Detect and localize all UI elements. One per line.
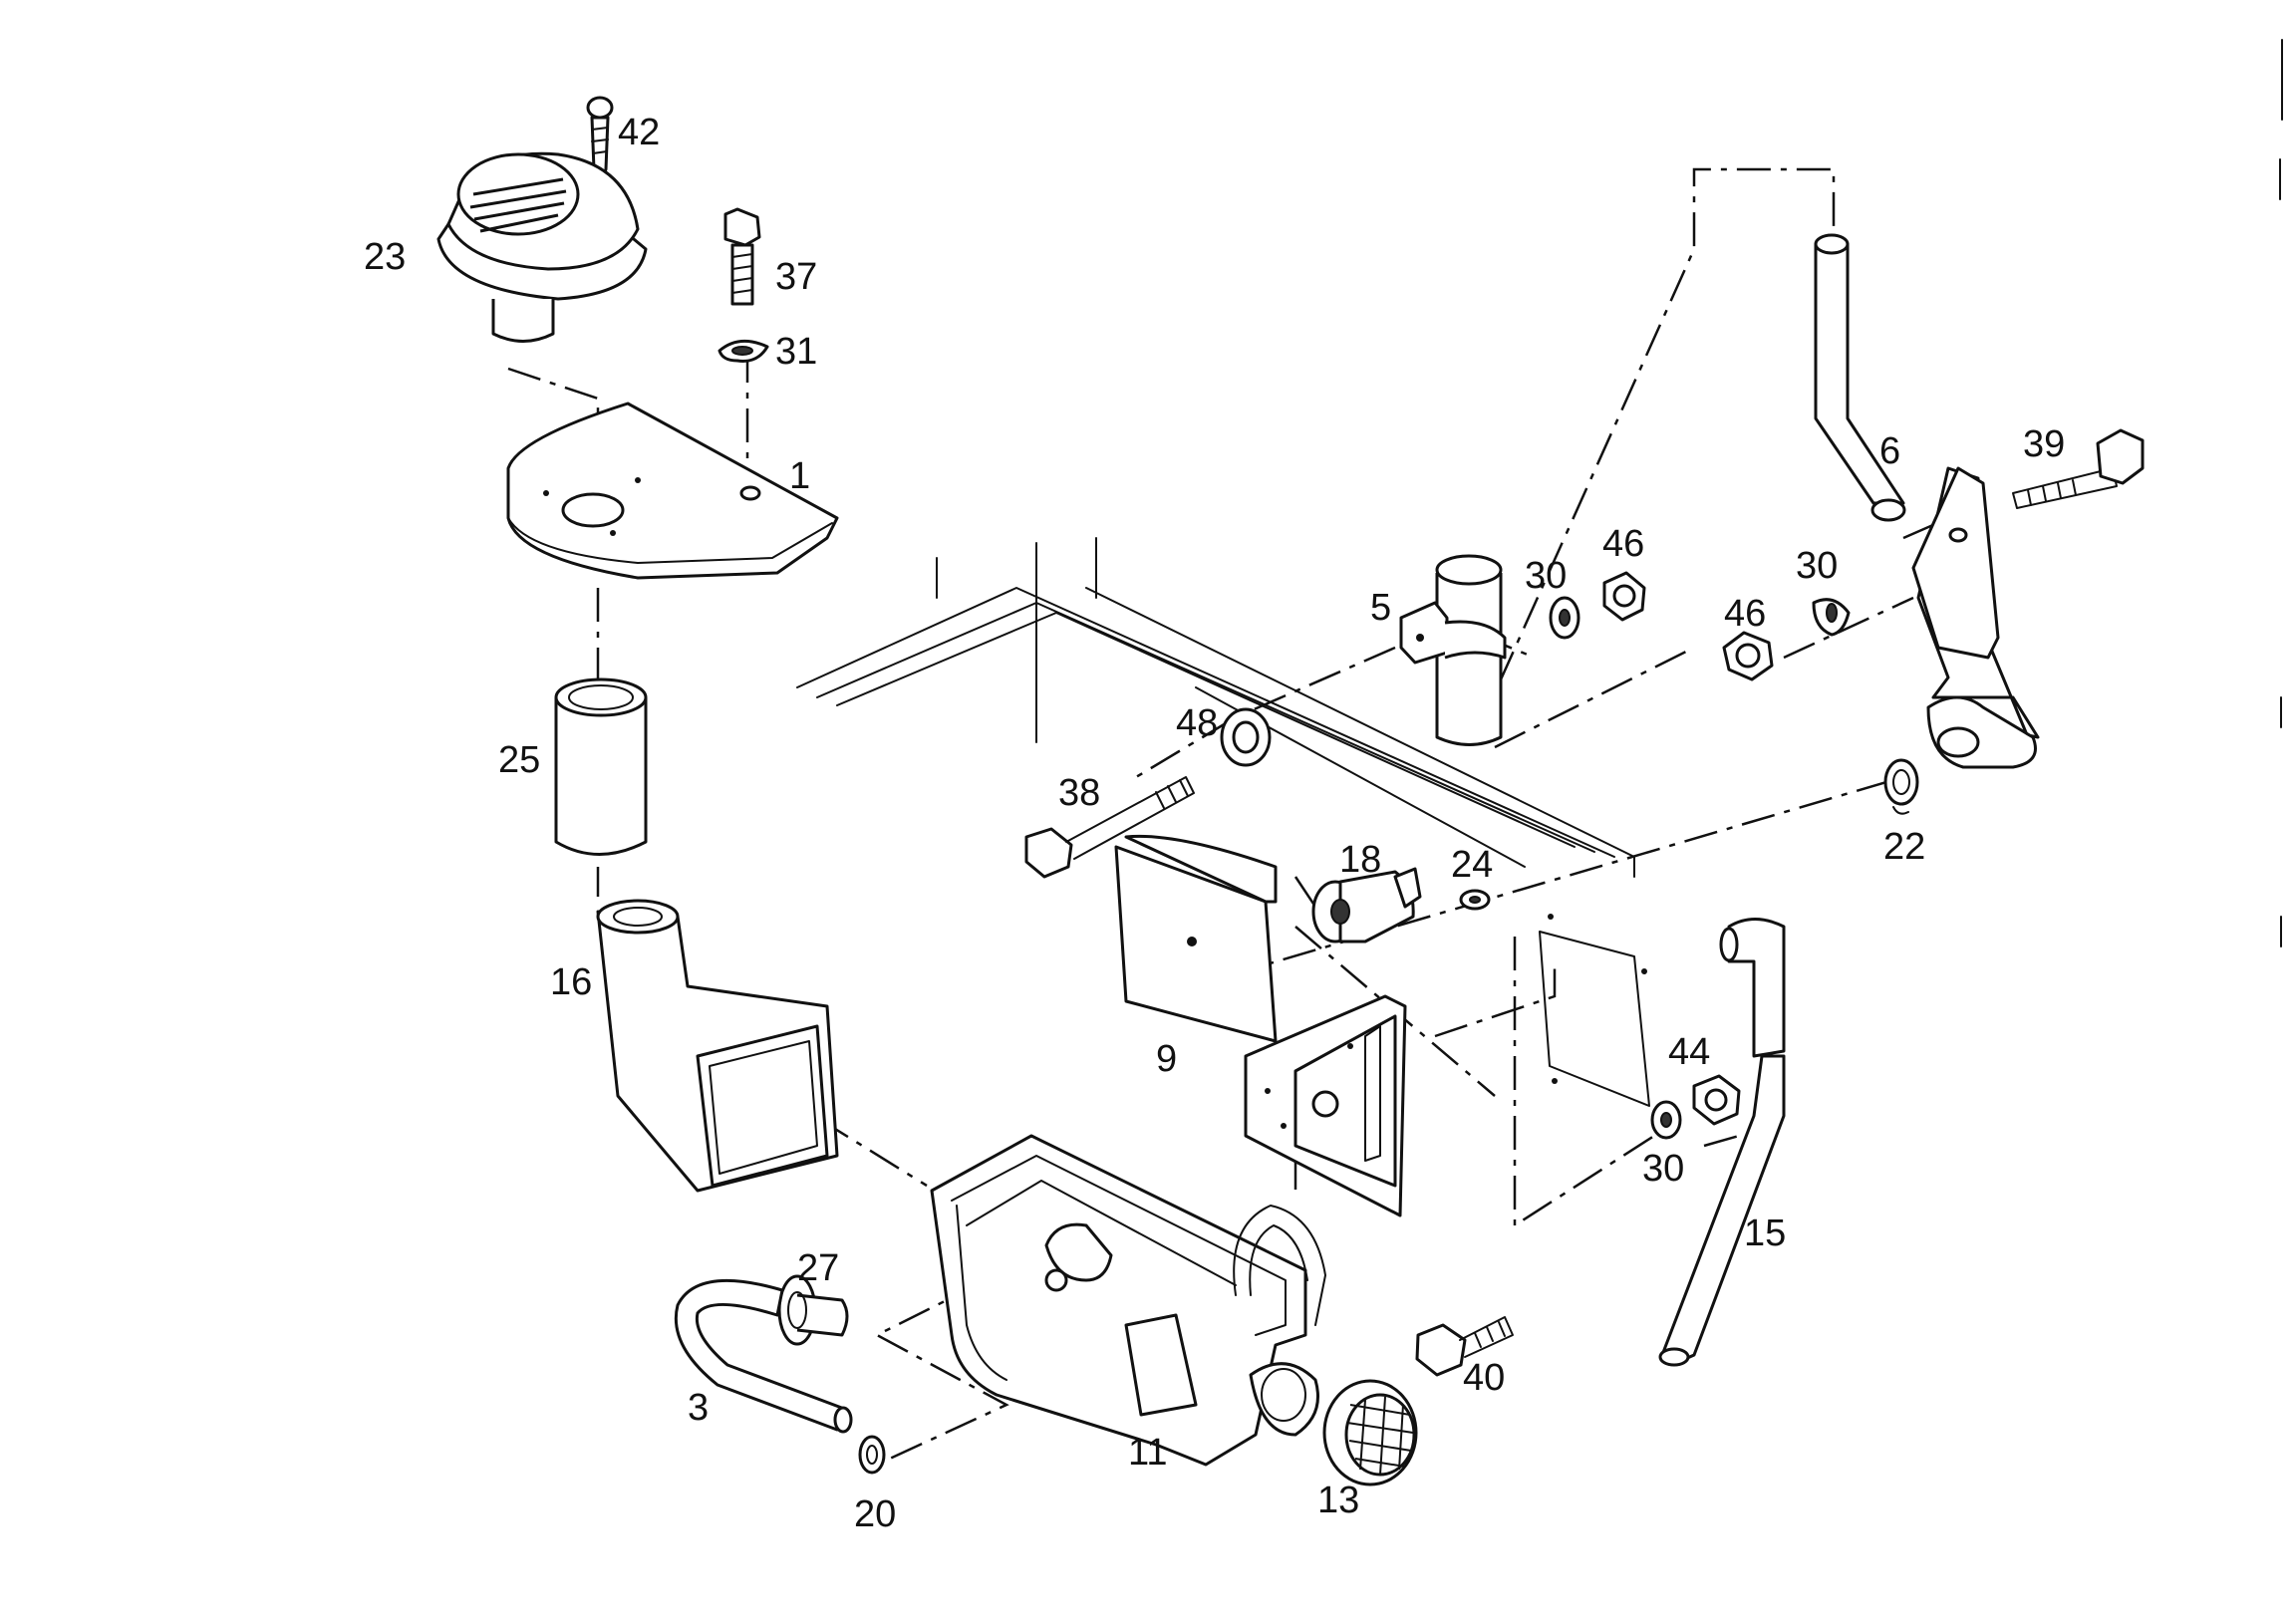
callout-1: 1	[789, 455, 810, 497]
callout-31: 31	[775, 331, 817, 373]
callout-37: 37	[775, 256, 817, 298]
callout-40: 40	[1463, 1357, 1505, 1399]
switch-housing-part-9	[1114, 834, 1407, 1217]
hose-part-15	[1658, 918, 1786, 1367]
rotary-switch-part-18	[1311, 867, 1422, 944]
elbow-duct-part-16	[596, 899, 839, 1193]
callout-23: 23	[364, 236, 406, 278]
callout-39: 39	[2023, 423, 2065, 465]
clamp-part-5	[1399, 554, 1507, 746]
callout-42: 42	[618, 112, 660, 153]
sleeve-part-25	[554, 677, 648, 856]
washer-part-30b	[1812, 598, 1851, 637]
callout-46-upper: 46	[1602, 523, 1644, 565]
callout-22: 22	[1883, 826, 1925, 868]
callout-9: 9	[1156, 1038, 1177, 1080]
callout-25: 25	[498, 739, 540, 781]
vent-cap-part-23	[436, 151, 648, 343]
bolt-part-39	[2012, 428, 2145, 509]
hose-part-3	[674, 1278, 853, 1434]
bracket-arm	[1911, 466, 2040, 769]
washer-part-30a	[1549, 596, 1580, 640]
bolt-part-38	[1024, 776, 1195, 879]
callout-46-right: 46	[1724, 593, 1766, 635]
margin-marks	[2279, 39, 2283, 947]
callout-44: 44	[1668, 1031, 1710, 1073]
callout-30-right: 30	[1796, 545, 1838, 587]
bolt-part-40	[1415, 1316, 1514, 1377]
washer-part-31	[718, 339, 769, 363]
callout-20: 20	[854, 1493, 896, 1535]
clip-part-20	[858, 1435, 886, 1475]
callout-labels: 42 23 37 31 1 25 16 6 39 5 30 46 46 30 4…	[364, 112, 2065, 1535]
grommet-part-48	[1220, 707, 1272, 767]
heater-unit-part-11	[930, 1134, 1326, 1467]
nut-part-46a	[1602, 571, 1646, 622]
bolt-part-37	[723, 207, 761, 306]
callout-6: 6	[1879, 430, 1900, 472]
pipe-part-6	[1814, 233, 1906, 522]
clip-part-22	[1883, 758, 1919, 815]
callout-16: 16	[550, 961, 592, 1003]
callout-24: 24	[1451, 844, 1493, 886]
callout-15: 15	[1744, 1213, 1786, 1254]
callout-30-lower: 30	[1642, 1148, 1684, 1190]
washer-part-24	[1459, 889, 1491, 911]
nut-part-44	[1692, 1074, 1741, 1126]
grommet-part-27	[777, 1274, 849, 1346]
callout-11: 11	[1128, 1432, 1167, 1474]
callout-13: 13	[1317, 1480, 1359, 1521]
mounting-plate-part-1	[506, 402, 839, 580]
callout-3: 3	[688, 1387, 709, 1429]
callout-27: 27	[797, 1247, 839, 1289]
callout-48: 48	[1176, 702, 1218, 744]
nut-part-46b	[1722, 631, 1774, 681]
callout-38: 38	[1058, 772, 1100, 814]
grille-cap-part-13	[1322, 1379, 1418, 1486]
callout-18: 18	[1339, 839, 1381, 881]
mounting-panel	[1539, 914, 1650, 1107]
callout-30-upper: 30	[1525, 555, 1567, 597]
washer-part-30c	[1650, 1100, 1682, 1140]
callout-5: 5	[1370, 587, 1391, 629]
